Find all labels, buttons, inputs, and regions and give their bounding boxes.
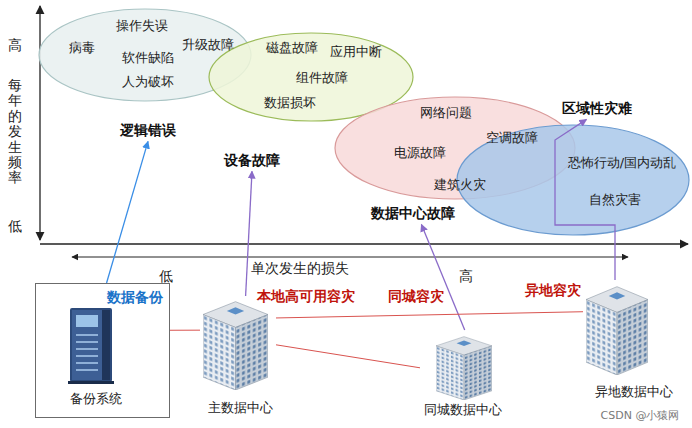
node-text: 人为破坏: [122, 74, 174, 90]
node-text: 操作失误: [116, 18, 168, 34]
risk-ellipse: 操作失误病毒升级故障软件缺陷人为破坏逻辑错误: [38, 8, 252, 102]
building-icon: [436, 337, 492, 400]
art-part: [76, 334, 98, 336]
node-heading: 设备故障: [224, 152, 280, 169]
art-part: [102, 310, 110, 380]
axis-label: 高: [459, 268, 473, 285]
dr-level-label: 同城容灾: [388, 288, 444, 305]
node-text: 数据损坏: [264, 95, 316, 111]
connector: [276, 345, 420, 368]
node-text: 软件缺陷: [122, 50, 174, 66]
node-text: 电源故障: [394, 145, 446, 161]
node-heading: 数据中心故障: [371, 205, 455, 222]
art-part: [76, 315, 98, 327]
axis-title: 单次发生的损失: [251, 260, 349, 277]
data-center: 主数据中心: [200, 296, 276, 418]
connector: [246, 171, 252, 296]
connector: [276, 312, 583, 318]
node-text: 恐怖行动/国内动乱: [568, 155, 676, 171]
connector: [170, 330, 200, 331]
dr-level-label: 异地容灾: [525, 282, 581, 299]
node-text: 备份系统: [70, 391, 122, 407]
node-text: 建筑火灾: [434, 177, 486, 193]
risk-ellipse: 网络问题空调故障电源故障建筑火灾数据中心故障: [334, 96, 576, 200]
art-part: [76, 355, 98, 357]
node-text: 病毒: [69, 40, 95, 56]
node-text: 空调故障: [486, 130, 538, 146]
node-text: 组件故障: [296, 70, 348, 86]
art-part: [76, 369, 98, 371]
node-text: 升级故障: [182, 37, 234, 53]
backup-system-box: 数据备份备份系统: [35, 283, 170, 418]
node-text: 数据备份: [107, 289, 163, 306]
node-text: 网络问题: [420, 105, 472, 121]
data-center: 同城数据中心: [420, 330, 506, 420]
building-icon: [203, 302, 268, 390]
node-text: 异地数据中心: [595, 384, 673, 400]
node-text: 同城数据中心: [424, 402, 502, 418]
risk-ellipse: 磁盘故障应用中断组件故障数据损坏设备故障: [208, 32, 414, 122]
node-text: 应用中断: [330, 44, 382, 60]
node-heading: 逻辑错误: [120, 122, 176, 139]
art-part: [72, 310, 102, 380]
building-icon: [586, 287, 648, 375]
node-text: 主数据中心: [208, 400, 273, 416]
loss-range-arrow: [72, 257, 628, 258]
node-text: 磁盘故障: [266, 40, 318, 56]
axis-label: 低: [159, 268, 173, 285]
node-text: 自然灾害: [589, 192, 641, 208]
server-icon: [68, 308, 114, 384]
axis-title: 每年的发生频率: [8, 78, 22, 186]
y-axis: [39, 6, 40, 240]
art-part: [76, 362, 98, 364]
art-part: [70, 308, 112, 382]
connector: [107, 141, 148, 283]
data-center: 异地数据中心: [583, 280, 683, 402]
ellipse-shape: [457, 125, 689, 235]
watermark: CSDN @小猿网: [601, 409, 680, 422]
axis-label: 低: [8, 218, 22, 235]
node-heading: 区域性灾难: [562, 100, 632, 117]
art-part: [76, 348, 98, 350]
axis-label: 高: [8, 37, 22, 54]
x-axis: [40, 243, 688, 244]
art-part: [68, 381, 114, 384]
dr-level-label: 本地高可用容灾: [257, 288, 355, 305]
art-part: [76, 341, 98, 343]
